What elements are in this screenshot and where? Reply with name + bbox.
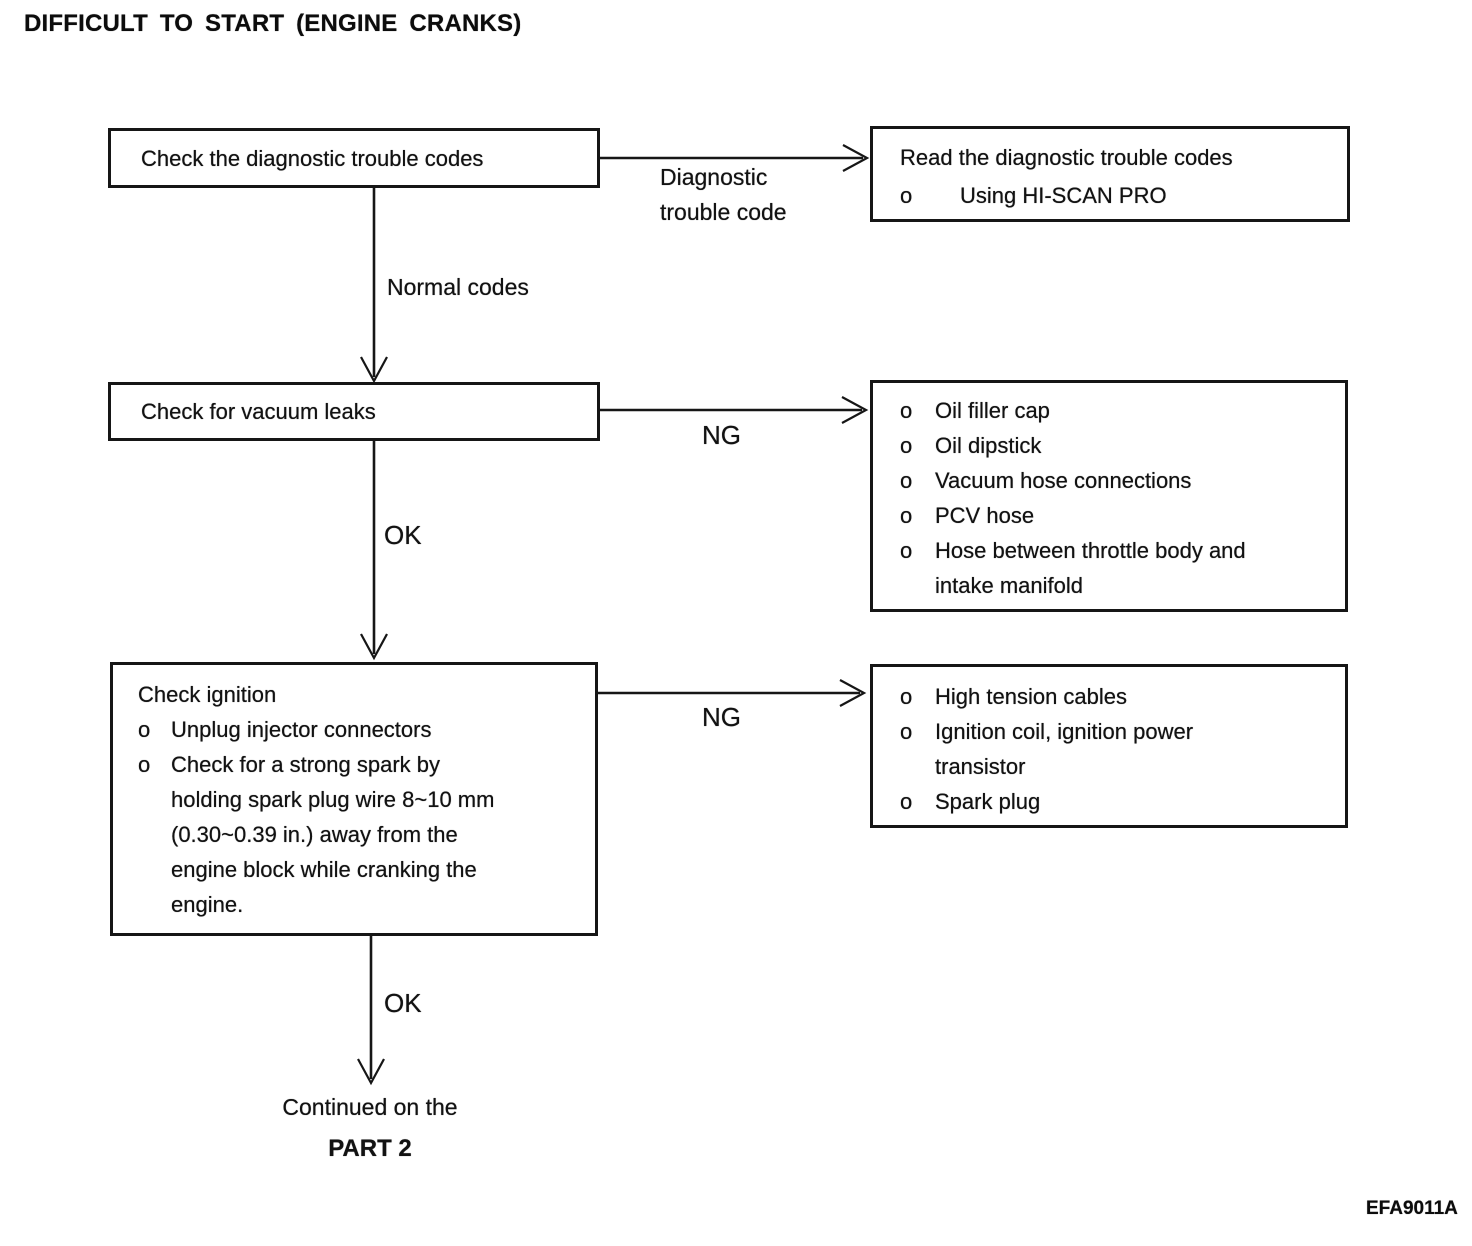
list-item: o Check for a strong spark by holding sp…: [138, 747, 585, 922]
arrowhead-down-icon: [360, 356, 388, 384]
list-item: o High tension cables: [900, 679, 1331, 714]
page-title: DIFFICULT TO START (ENGINE CRANKS): [24, 10, 522, 37]
edge-label-normal-codes: Normal codes: [387, 274, 529, 300]
list-item-text: Hose between throttle body and intake ma…: [935, 538, 1246, 598]
continued-text: Continued on the: [282, 1094, 458, 1120]
flow-box-check-vacuum: Check for vacuum leaks: [108, 382, 600, 441]
bullet-marker: o: [138, 717, 151, 742]
bullet-marker: o: [900, 719, 913, 744]
bullet-marker: o: [900, 538, 913, 563]
edge-label-ok-2: OK: [384, 988, 422, 1018]
list-item: o Spark plug: [900, 784, 1331, 819]
bullet-marker: o: [900, 468, 913, 493]
continued-on-part2: Continued on the PART 2: [220, 1092, 520, 1164]
flow-box-read-dtc-title: Read the diagnostic trouble codes: [900, 145, 1233, 170]
list-item-text: Spark plug: [935, 789, 1041, 814]
flow-box-check-ignition-title: Check ignition: [138, 682, 277, 707]
bullet-marker: o: [138, 752, 151, 777]
list-item-text: PCV hose: [935, 503, 1035, 528]
list-item: o PCV hose: [900, 498, 1331, 533]
arrowhead-down-icon: [357, 1058, 385, 1086]
edge-label-ok-1: OK: [384, 520, 422, 550]
bullet-marker: o: [900, 503, 913, 528]
list-item: o Using HI-SCAN PRO: [900, 177, 1333, 215]
list-item: o Hose between throttle body and intake …: [900, 533, 1331, 603]
list-item-text: Vacuum hose connections: [935, 468, 1192, 493]
flow-box-check-dtc-text: Check the diagnostic trouble codes: [141, 145, 484, 171]
list-item-text: Unplug injector connectors: [171, 717, 432, 742]
bullet-marker: o: [900, 789, 913, 814]
flow-box-ignition-ng-list: o High tension cables o Ignition coil, i…: [870, 664, 1348, 828]
list-item-text: Oil dipstick: [935, 433, 1042, 458]
list-item: o Ignition coil, ignition power transist…: [900, 714, 1331, 784]
flow-box-check-ignition: Check ignition o Unplug injector connect…: [110, 662, 598, 936]
list-item-text: Check for a strong spark by holding spar…: [171, 752, 495, 917]
arrowhead-right-icon: [842, 144, 870, 172]
bullet-marker: o: [900, 398, 913, 423]
flow-box-check-vacuum-text: Check for vacuum leaks: [141, 399, 376, 424]
list-item: o Unplug injector connectors: [138, 712, 585, 747]
bullet-marker: o: [900, 433, 913, 458]
list-item-text: Oil filler cap: [935, 398, 1050, 423]
list-item-text: Using HI-SCAN PRO: [960, 183, 1167, 208]
bullet-marker: o: [900, 183, 913, 208]
flow-box-check-dtc: Check the diagnostic trouble codes: [108, 128, 600, 188]
edge-label-ng-1: NG: [702, 420, 741, 450]
arrowhead-right-icon: [839, 679, 867, 707]
flow-box-vacuum-ng-list: o Oil filler cap o Oil dipstick o Vacuum…: [870, 380, 1348, 612]
list-item-text: High tension cables: [935, 684, 1128, 709]
list-item: o Oil filler cap: [900, 393, 1331, 428]
list-item: o Oil dipstick: [900, 428, 1331, 463]
arrowhead-right-icon: [841, 396, 869, 424]
arrowhead-down-icon: [360, 633, 388, 661]
bullet-marker: o: [900, 684, 913, 709]
flow-box-read-dtc: Read the diagnostic trouble codes o Usin…: [870, 126, 1350, 222]
continued-part-label: PART 2: [328, 1135, 412, 1162]
list-item: o Vacuum hose connections: [900, 463, 1331, 498]
figure-code: EFA9011A: [1366, 1198, 1458, 1219]
edge-label-diagnostic-trouble-code: Diagnostic trouble code: [660, 164, 787, 225]
edge-label-ng-2: NG: [702, 702, 741, 732]
list-item-text: Ignition coil, ignition power transistor: [935, 719, 1194, 779]
